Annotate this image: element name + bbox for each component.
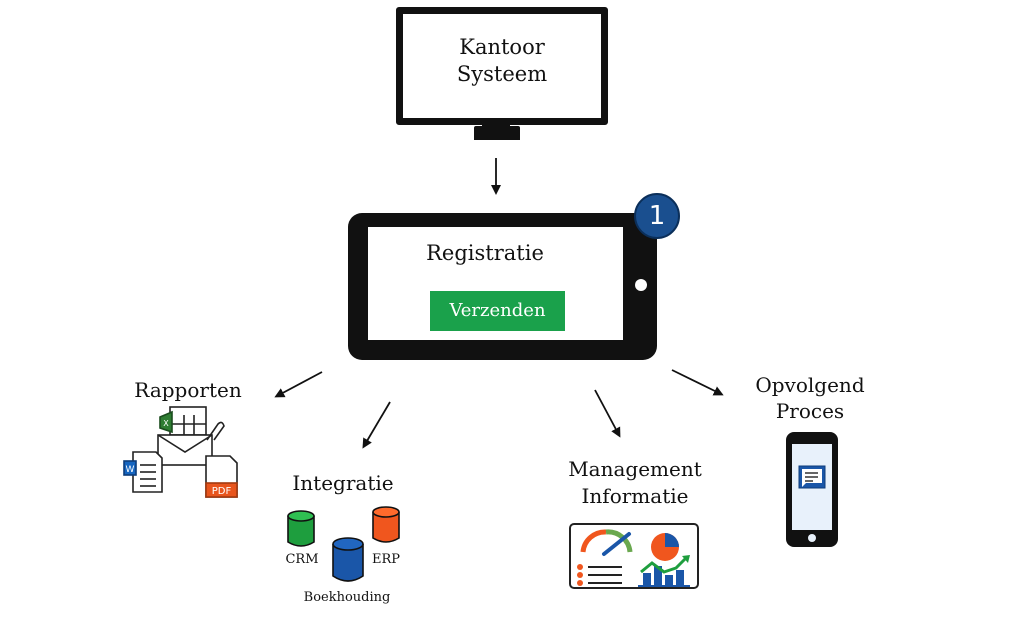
gauge-icon: [580, 529, 607, 553]
arrow-to-reports: [274, 371, 323, 398]
excel-icon-label: X: [163, 419, 169, 428]
reports-label: Rapporten: [134, 378, 242, 402]
office-system-label-line2: Systeem: [456, 62, 548, 86]
dashboard-icon: [569, 523, 699, 589]
management-label-line1: Management: [568, 457, 702, 481]
pdf-icon-label: PDF: [212, 486, 232, 497]
arrow-to-integration: [362, 401, 391, 449]
erp-label: ERP: [371, 552, 401, 567]
send-button[interactable]: Verzenden: [430, 291, 565, 331]
monitor-stand: [474, 126, 520, 140]
accounting-label: Boekhouding: [303, 590, 391, 605]
paperclip-icon: [206, 421, 225, 441]
followup-label-line1: Opvolgend: [755, 373, 865, 397]
word-icon: [123, 460, 137, 476]
erp-database-icon: [372, 506, 400, 543]
monitor-neck: [482, 118, 510, 128]
registration-title: Registratie: [426, 241, 544, 265]
smartphone-icon: [786, 432, 838, 547]
integration-label: Integratie: [292, 471, 394, 495]
arrow-to-followup: [671, 369, 724, 396]
crm-label: CRM: [285, 552, 319, 567]
reports-icon: [123, 406, 238, 498]
pdf-icon: [205, 482, 238, 498]
bar-chart-icon: [638, 566, 690, 587]
followup-label-line2: Proces: [775, 399, 845, 423]
trend-arrow-icon: [640, 556, 688, 574]
office-system-label-line1: Kantoor: [459, 35, 545, 59]
management-label-line2: Informatie: [581, 484, 689, 508]
arrow-to-management: [594, 389, 621, 438]
tablet-home-button: [635, 279, 647, 291]
notification-badge: 1: [634, 193, 680, 239]
crm-database-icon: [287, 510, 315, 547]
word-icon-label: W: [126, 465, 135, 475]
accounting-database-icon: [332, 537, 364, 582]
excel-icon: [159, 410, 173, 434]
